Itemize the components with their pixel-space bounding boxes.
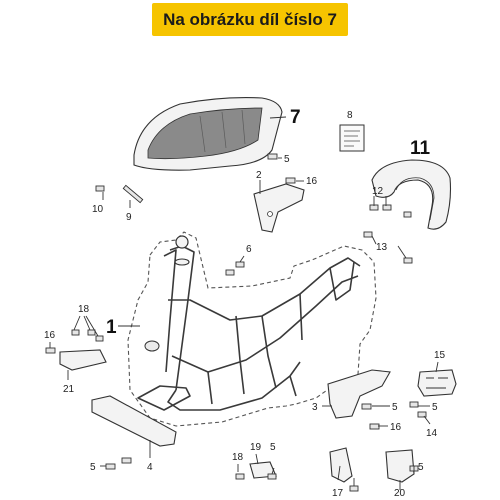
callout-labels: 7 8 11 5 2 16 10 9 12 13 6 1 18 16 21 4 …	[44, 107, 446, 499]
callout-12: 12	[372, 186, 384, 197]
callout-11: 11	[410, 138, 431, 159]
callout-18: 18	[78, 304, 90, 315]
callout-3: 3	[312, 402, 318, 413]
cross-member-part	[91, 395, 177, 447]
callout-1: 1	[106, 317, 117, 338]
callout-5: 5	[284, 154, 290, 165]
label-sticker-part	[339, 124, 365, 152]
callout-5-right: 5	[392, 402, 398, 413]
seat-part	[133, 97, 283, 171]
exploded-parts-diagram: 7 8 11 5 2 16 10 9 12 13 6 1 18 16 21 4 …	[44, 97, 457, 499]
callout-13: 13	[376, 242, 388, 253]
frame-part	[137, 235, 361, 411]
callout-5-far-right: 5	[432, 402, 438, 413]
callout-5-middle: 5	[270, 442, 276, 453]
bracket-part	[253, 183, 305, 233]
fasteners	[45, 153, 427, 492]
callout-21: 21	[63, 384, 75, 395]
callout-18-bottom: 18	[232, 452, 244, 463]
shield-part	[329, 447, 353, 483]
callout-15: 15	[434, 350, 446, 361]
callout-7: 7	[290, 107, 301, 128]
callout-16-left: 16	[44, 330, 56, 341]
callout-16: 16	[306, 176, 318, 187]
bottom-bracket-part	[385, 449, 415, 483]
callout-5-bottom-right: 5	[418, 462, 424, 473]
banner-title: Na obrázku díl číslo 7	[163, 10, 337, 29]
leader-lines	[49, 116, 439, 490]
mount-bracket-part	[417, 369, 457, 397]
callout-14: 14	[426, 428, 438, 439]
callout-2: 2	[256, 170, 262, 181]
callout-9: 9	[126, 212, 132, 223]
header-banner: Na obrázku díl číslo 7	[152, 3, 348, 36]
callout-17: 17	[332, 488, 344, 499]
side-cover-part	[327, 369, 391, 419]
callout-8: 8	[347, 110, 353, 121]
callout-19: 19	[250, 442, 262, 453]
callout-20: 20	[394, 488, 406, 499]
side-plate-part	[59, 349, 107, 371]
callout-6: 6	[246, 244, 252, 255]
grab-handle-part	[371, 159, 452, 230]
callout-5-bottom: 5	[90, 462, 96, 473]
callout-16-right: 16	[390, 422, 402, 433]
callout-10: 10	[92, 204, 104, 215]
callout-4: 4	[147, 462, 153, 473]
